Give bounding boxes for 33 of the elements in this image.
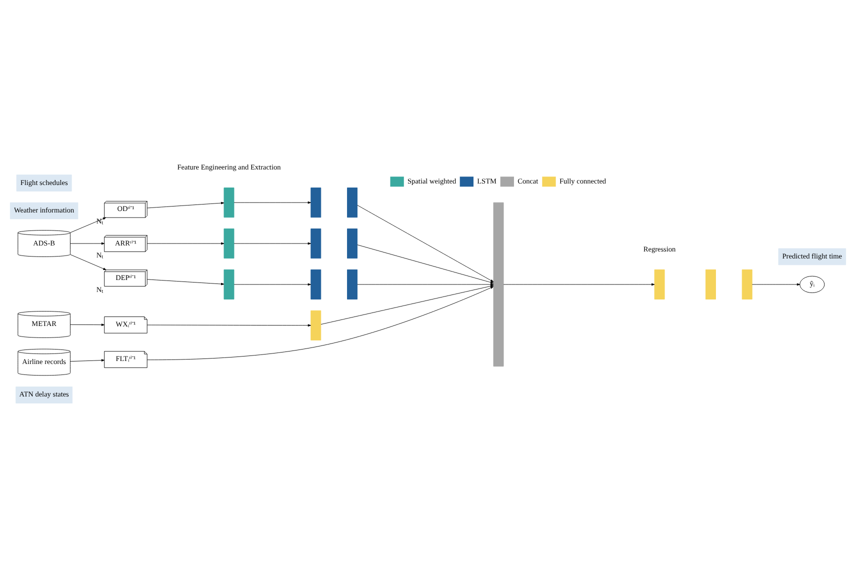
node-bar: [347, 228, 358, 259]
arrow: [234, 201, 311, 204]
arrow: [70, 242, 105, 245]
node-bar: [347, 269, 358, 300]
node-bar: [310, 228, 322, 259]
arrow: [70, 217, 106, 233]
node-bar: [742, 269, 752, 300]
arrow: [146, 286, 494, 360]
node-bar: [310, 269, 322, 300]
node-bar: [493, 202, 504, 367]
arrow: [234, 242, 311, 245]
node-bar: [705, 269, 716, 300]
arrow: [146, 202, 224, 208]
arrow: [70, 324, 105, 326]
node-bar: [654, 269, 665, 300]
node-bar: [310, 188, 322, 218]
arrow: [70, 359, 105, 362]
arrow: [146, 324, 312, 327]
arrow: [146, 242, 224, 245]
arrow: [752, 283, 800, 286]
arrow: [357, 244, 494, 284]
arrow: [146, 279, 224, 286]
arrow: [357, 204, 494, 282]
arrow: [234, 283, 311, 286]
node-bar: [347, 188, 358, 218]
node-bar: [310, 310, 322, 340]
node-bar: [224, 228, 234, 259]
arrow: [70, 254, 106, 270]
node-bar: [224, 269, 234, 300]
arrow: [320, 284, 494, 325]
arrow: [503, 283, 655, 286]
arrow: [357, 283, 494, 286]
node-bar: [224, 188, 234, 218]
